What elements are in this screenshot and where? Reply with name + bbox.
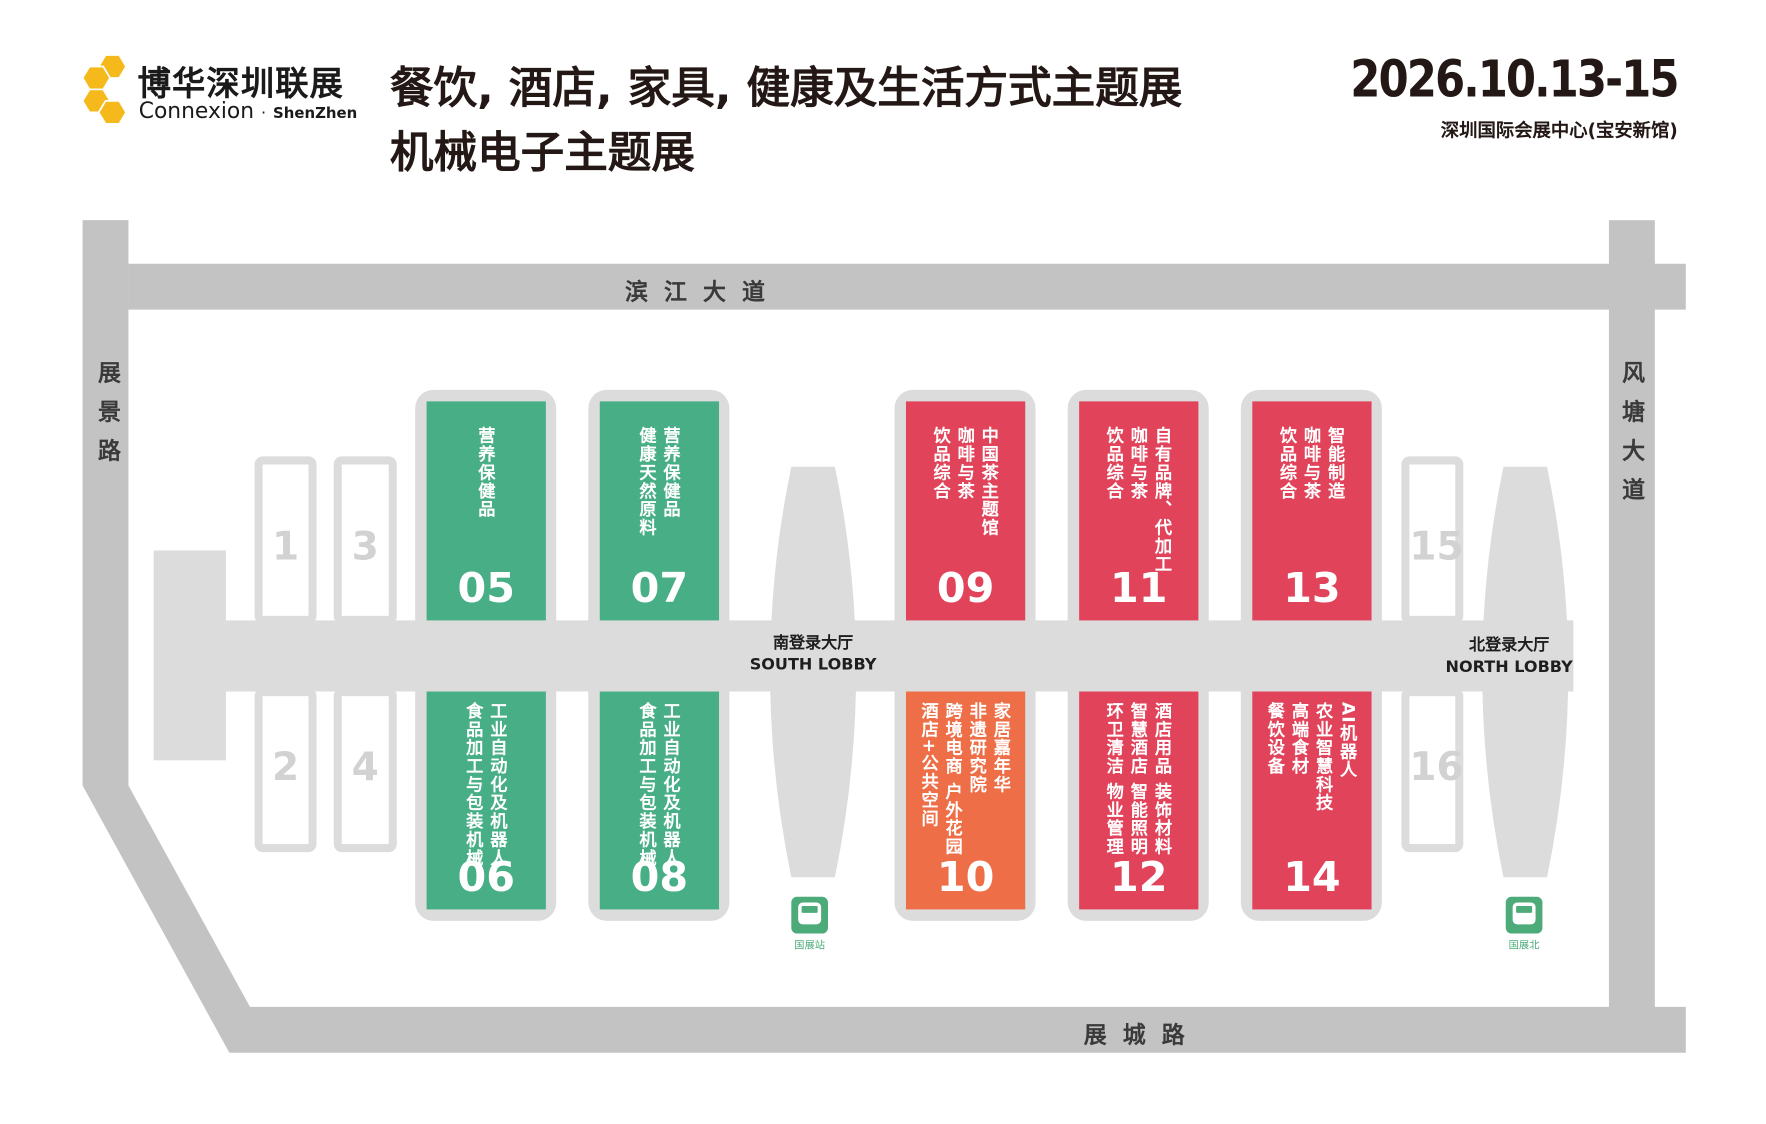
north-lobby-shape [1482, 466, 1569, 878]
hall-categories: 营养保健品 [427, 427, 546, 519]
small-hall-15[interactable]: 15 [1401, 456, 1464, 624]
north-lobby-cn: 北登录大厅 [1469, 636, 1550, 655]
hall-category: 自有品牌、代加工 [1152, 426, 1174, 574]
bus-station-icon[interactable] [1505, 896, 1543, 934]
hall-category: 健康天然原料 [637, 426, 658, 537]
hall-categories: 工业自动化及机器人食品加工与包装机械 [600, 702, 719, 867]
hall-category: 智慧酒店 智能照明 [1128, 701, 1150, 856]
hall-category: 智能制造 [1325, 426, 1347, 501]
south-lobby-label[interactable]: 南登录大厅 SOUTH LOBBY [733, 633, 894, 677]
logo-separator: · [260, 104, 267, 123]
north-lobby-label[interactable]: 北登录大厅 NORTH LOBBY [1429, 635, 1590, 679]
hall-category: 食品加工与包装机械 [463, 701, 485, 867]
logo-english: Connexion · ShenZhen [139, 99, 358, 124]
small-hall-2[interactable]: 2 [254, 688, 317, 853]
logo-en-name: Connexion [138, 98, 255, 124]
south-lobby-en: SOUTH LOBBY [749, 655, 877, 675]
hall-category: 工业自动化及机器人 [487, 701, 509, 867]
hall-13[interactable]: 智能制造咖啡与茶饮品综合 13 [1252, 401, 1372, 621]
hall-number: 09 [936, 565, 995, 613]
hall-categories: 家居嘉年华非遗研究院跨境电商 户外花园酒店+公共空间 [906, 702, 1025, 856]
small-hall-1[interactable]: 1 [254, 456, 317, 624]
hall-14[interactable]: AI机器人农业智慧科技高端食材餐饮设备 14 [1252, 691, 1372, 910]
hall-number: 08 [630, 854, 689, 902]
station-label-north: 国展北 [1508, 940, 1540, 952]
hall-category: 咖啡与茶 [955, 426, 976, 501]
logo-icon [81, 54, 128, 125]
hall-number: 05 [457, 565, 515, 613]
hall-categories: 工业自动化及机器人食品加工与包装机械 [427, 702, 546, 867]
road-label-top: 滨江大道 [625, 277, 781, 306]
hall-category: 饮品综合 [1277, 426, 1299, 501]
road-label-left: 展景路 [94, 360, 122, 478]
hall-category: 高端食材 [1289, 701, 1311, 776]
small-hall-3[interactable]: 3 [333, 456, 397, 624]
hall-number: 10 [936, 854, 995, 902]
hall-number: 06 [457, 854, 515, 902]
hall-number: 12 [1110, 854, 1168, 902]
logo-chinese: 博华深圳联展 [137, 64, 345, 104]
west-block [153, 550, 226, 761]
hall-category: 饮品综合 [1104, 426, 1126, 501]
hall-category: 农业智慧科技 [1313, 701, 1335, 812]
north-lobby-en: NORTH LOBBY [1445, 658, 1573, 677]
hall-number: 4 [351, 744, 379, 791]
hall-category: 中国茶主题馆 [979, 426, 1001, 537]
hall-category: 营养保健品 [661, 426, 682, 519]
hall-number: 1 [271, 524, 300, 570]
hall-category: 跨境电商 户外花园 [943, 701, 964, 856]
hall-number: 11 [1110, 565, 1168, 613]
hall-category: 餐饮设备 [1265, 701, 1287, 776]
hall-category: 工业自动化及机器人 [661, 701, 682, 867]
title-line-1: 餐饮, 酒店, 家具, 健康及生活方式主题展 [389, 63, 1183, 114]
hall-category: 环卫清洁 物业管理 [1104, 701, 1126, 856]
hall-number: 13 [1283, 565, 1341, 613]
hall-number: 3 [351, 524, 379, 570]
hall-category: 酒店用品 装饰材料 [1152, 701, 1174, 856]
hall-categories: 智能制造咖啡与茶饮品综合 [1252, 427, 1371, 500]
hall-categories: 营养保健品健康天然原料 [600, 427, 719, 537]
hall-number: 14 [1283, 854, 1341, 902]
event-date: 2026.10.13-15 [1350, 50, 1679, 109]
hall-category: 食品加工与包装机械 [637, 701, 658, 867]
road-label-bottom: 展城路 [1083, 1020, 1201, 1049]
hall-category: 饮品综合 [931, 426, 952, 501]
hall-09[interactable]: 中国茶主题馆咖啡与茶饮品综合 09 [905, 401, 1026, 621]
road-right [1608, 220, 1655, 1010]
road-top [128, 263, 1686, 310]
venue-name: 深圳国际会展中心(宝安新馆) [1440, 119, 1678, 142]
title-line-2: 机械电子主题展 [389, 127, 695, 178]
hall-categories: 酒店用品 装饰材料智慧酒店 智能照明环卫清洁 物业管理 [1079, 702, 1198, 856]
hall-07[interactable]: 营养保健品健康天然原料 07 [599, 401, 720, 621]
station-label-south: 国展站 [794, 940, 826, 952]
hall-category: 营养保健品 [475, 426, 497, 519]
hall-category: 非遗研究院 [967, 701, 988, 794]
hall-categories: AI机器人农业智慧科技高端食材餐饮设备 [1252, 702, 1371, 812]
hall-category: 家居嘉年华 [991, 701, 1013, 794]
hall-05[interactable]: 营养保健品 05 [426, 401, 546, 621]
bus-station-icon[interactable] [791, 896, 828, 934]
hall-category: 咖啡与茶 [1301, 426, 1323, 501]
small-hall-16[interactable]: 16 [1401, 688, 1464, 853]
south-lobby-shape [770, 466, 857, 878]
hall-category: AI机器人 [1337, 701, 1359, 779]
hall-categories: 中国茶主题馆咖啡与茶饮品综合 [906, 427, 1025, 537]
hall-category: 酒店+公共空间 [919, 701, 940, 828]
hall-number: 2 [271, 744, 300, 791]
hall-number: 16 [1409, 744, 1464, 791]
hall-number: 15 [1409, 524, 1464, 570]
hall-categories: 自有品牌、代加工咖啡与茶饮品综合 [1079, 427, 1198, 574]
hall-number: 07 [630, 565, 689, 613]
logo-city: ShenZhen [273, 105, 358, 123]
south-lobby-cn: 南登录大厅 [772, 634, 854, 653]
hall-category: 咖啡与茶 [1128, 426, 1150, 501]
small-hall-4[interactable]: 4 [333, 688, 397, 853]
road-label-right: 风塘大道 [1618, 360, 1646, 517]
